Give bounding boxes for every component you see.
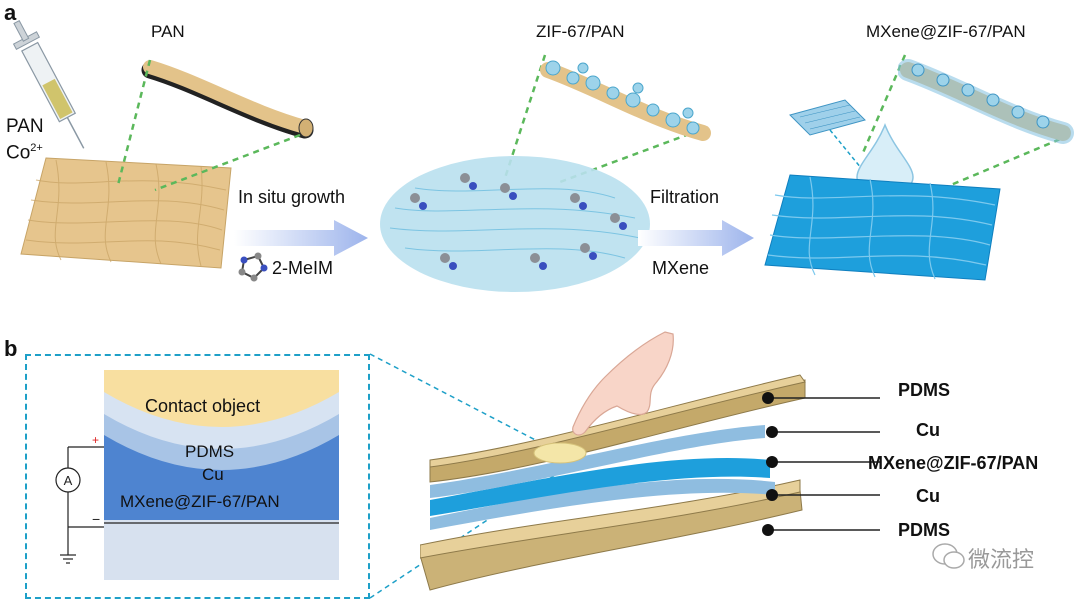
callout-layer-1: PDMS — [898, 380, 951, 400]
reagent1-label: 2-MeIM — [272, 258, 334, 278]
panel-a-letter: a — [4, 0, 17, 25]
positive-terminal: + — [92, 435, 99, 447]
panel-b-letter: b — [4, 336, 18, 361]
pan-fiber — [141, 60, 314, 139]
step1-label: In situ growth — [238, 187, 346, 207]
finger-icon — [572, 331, 674, 436]
reagent2-label: MXene — [652, 258, 710, 278]
cross-section-inset-frame — [25, 354, 370, 599]
pdms-layer-label: PDMS — [185, 442, 235, 461]
negative-terminal: − — [92, 511, 100, 527]
callout-layer-4: Cu — [916, 486, 940, 506]
mxene-flake-droplet — [789, 99, 914, 195]
layered-sensor-device — [420, 374, 806, 591]
arrow-filtration — [638, 220, 754, 256]
precursor-co-label: Co2+ — [6, 142, 43, 164]
mxene-mat — [764, 174, 1001, 281]
co-text: Co — [6, 142, 31, 164]
callout-layer-5: PDMS — [898, 520, 951, 540]
mxene-fiber — [898, 59, 1074, 144]
zif-fiber — [540, 60, 711, 141]
watermark-text: 微流控 — [968, 547, 1035, 572]
syringe-icon — [12, 20, 85, 149]
layer-callout-lines — [762, 392, 880, 536]
callout-layer-3: MXene@ZIF-67/PAN — [868, 453, 1039, 473]
contact-object-label: Contact object — [145, 396, 261, 416]
callout-layer-2: Cu — [916, 420, 940, 440]
mxene-layer-label: MXene@ZIF-67/PAN — [120, 492, 280, 511]
2-meim-molecule-icon — [238, 252, 268, 282]
wechat-icon — [932, 543, 965, 569]
pan-title: PAN — [151, 22, 185, 41]
co-charge: 2+ — [30, 142, 43, 154]
step2-label: Filtration — [650, 187, 720, 207]
precursor-pan-label: PAN — [6, 116, 44, 137]
cu-layer-label: Cu — [202, 465, 224, 484]
zif-mat — [380, 156, 650, 292]
cross-section-diagram — [104, 370, 339, 580]
ammeter-circuit: A + − — [55, 435, 104, 564]
zif-title: ZIF-67/PAN — [536, 22, 625, 41]
mxene-title: MXene@ZIF-67/PAN — [866, 22, 1026, 41]
pan-mat — [20, 157, 232, 269]
arrow-in-situ-growth — [234, 220, 368, 256]
ammeter-symbol: A — [64, 473, 73, 488]
